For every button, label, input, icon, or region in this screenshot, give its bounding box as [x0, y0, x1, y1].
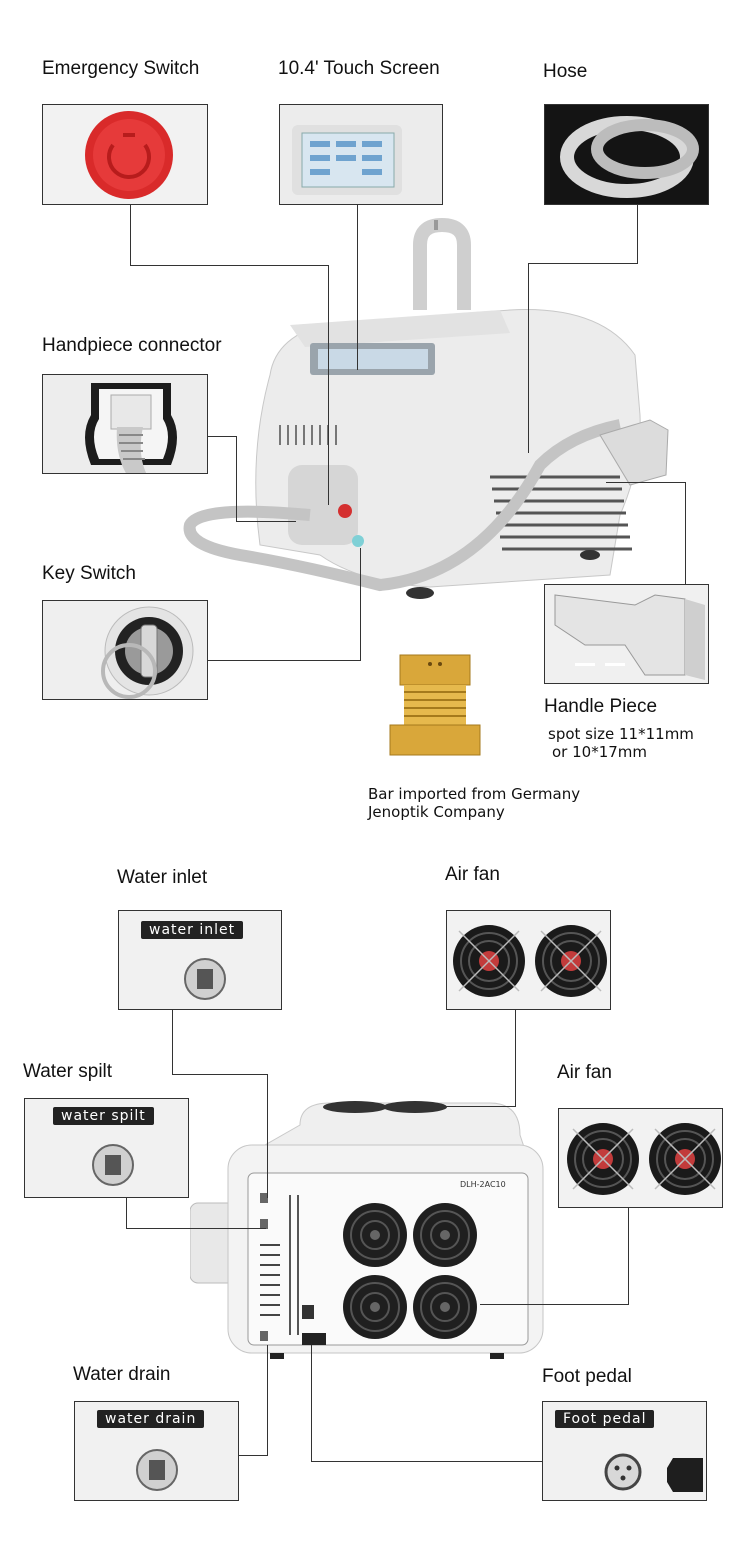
connector-line — [208, 660, 360, 661]
water-spilt-photo: water spilt — [24, 1098, 189, 1198]
connector-line — [311, 1345, 312, 1462]
hose-photo — [544, 104, 709, 205]
water-inlet-tag: water inlet — [141, 921, 244, 939]
connector-line — [130, 205, 131, 265]
connector-line — [126, 1228, 266, 1229]
air-fan-right-photo — [558, 1108, 723, 1208]
connector-line — [126, 1198, 127, 1228]
connector-line — [528, 263, 638, 264]
bar-origin-line-2: Jenoptik Company — [368, 803, 505, 821]
connector-line — [528, 263, 529, 453]
connector-line — [130, 265, 328, 266]
connector-line — [628, 1208, 629, 1304]
connector-line — [236, 521, 296, 522]
handle-piece-photo — [544, 584, 709, 684]
handpiece-connector-label: Handpiece connector — [42, 335, 222, 356]
air-fan-right-label: Air fan — [557, 1062, 612, 1083]
connector-line — [172, 1010, 173, 1074]
water-inlet-label: Water inlet — [117, 867, 208, 888]
connector-line — [311, 1461, 542, 1462]
spot-size-line-2: or 10*17mm — [552, 743, 648, 761]
bar-origin-line-1: Bar imported from Germany — [368, 785, 581, 803]
water-drain-photo: water drain — [74, 1401, 239, 1501]
touch-screen-label: 10.4' Touch Screen — [278, 58, 440, 79]
laser-bar-image — [380, 650, 490, 760]
key-switch-photo — [42, 600, 208, 700]
water-spilt-tag: water spilt — [53, 1107, 154, 1125]
key-switch-label: Key Switch — [42, 563, 136, 584]
water-inlet-photo: water inlet — [118, 910, 282, 1010]
touch-screen-photo — [279, 104, 443, 205]
connector-line — [606, 482, 686, 483]
connector-line — [430, 1106, 516, 1107]
water-spilt-label: Water spilt — [23, 1061, 113, 1082]
connector-line — [360, 548, 361, 661]
connector-line — [239, 1455, 268, 1456]
emergency-switch-photo — [42, 104, 208, 205]
connector-line — [637, 205, 638, 263]
connector-line — [328, 265, 329, 505]
model-plate-text: DLH-2AC10 — [460, 1180, 506, 1189]
spot-size-line-1: spot size 11*11mm — [548, 725, 694, 743]
water-drain-tag: water drain — [97, 1410, 205, 1428]
emergency-switch-label: Emergency Switch — [42, 58, 200, 79]
foot-pedal-tag: Foot pedal — [555, 1410, 655, 1428]
handle-piece-label: Handle Piece — [544, 696, 658, 717]
air-fan-top-label: Air fan — [445, 864, 500, 885]
connector-line — [357, 205, 358, 370]
handpiece-connector-photo — [42, 374, 208, 474]
air-fan-top-photo — [446, 910, 611, 1010]
foot-pedal-label: Foot pedal — [542, 1366, 632, 1387]
laser-machine-rear-image: DLH-2AC10 — [190, 1095, 550, 1365]
connector-line — [515, 1010, 516, 1106]
connector-line — [267, 1074, 268, 1198]
connector-line — [267, 1345, 268, 1456]
connector-line — [172, 1074, 268, 1075]
laser-machine-front-image — [180, 215, 680, 615]
foot-pedal-photo: Foot pedal — [542, 1401, 707, 1501]
connector-line — [685, 482, 686, 584]
hose-label: Hose — [543, 61, 588, 82]
connector-line — [480, 1304, 629, 1305]
connector-line — [236, 436, 237, 522]
water-drain-label: Water drain — [73, 1364, 171, 1385]
connector-line — [208, 436, 236, 437]
